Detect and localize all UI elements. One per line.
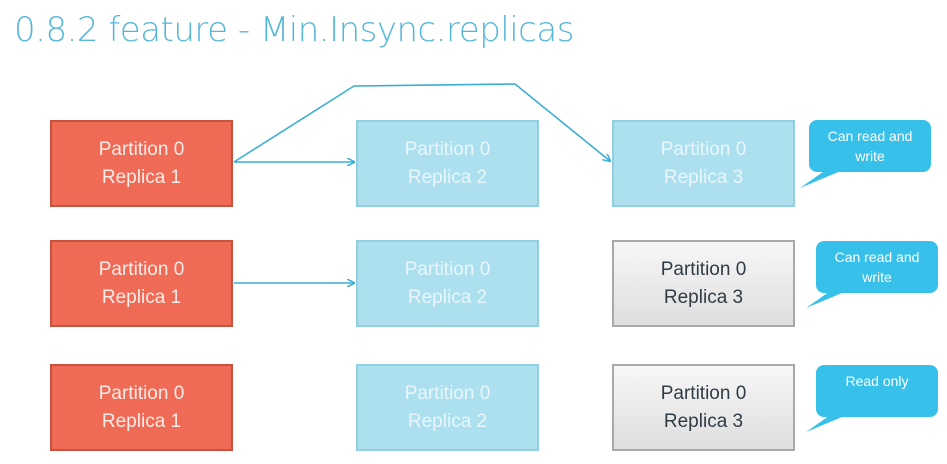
replica-partition-label: Partition 0 <box>660 258 747 280</box>
replica-partition-label: Partition 0 <box>98 138 185 160</box>
row1-callout-text: Can read and write <box>827 128 913 164</box>
replica-name-label: Replica 3 <box>663 166 744 188</box>
replica-partition-label: Partition 0 <box>98 258 185 280</box>
row2-callout: Can read and write <box>816 241 938 293</box>
replica-name-label: Replica 2 <box>407 286 488 308</box>
replica-name-label: Replica 2 <box>407 166 488 188</box>
replica-partition-label: Partition 0 <box>404 382 491 404</box>
row1-replica1-box: Partition 0 Replica 1 <box>50 120 233 207</box>
row1-replica3-box: Partition 0 Replica 3 <box>612 120 795 207</box>
row1-callout: Can read and write <box>809 120 931 172</box>
replica-name-label: Replica 3 <box>663 286 744 308</box>
row3-callout-text: Read only <box>845 373 909 389</box>
slide-title: 0.8.2 feature - Min.Insync.replicas <box>14 10 574 50</box>
replica-name-label: Replica 1 <box>101 166 182 188</box>
row2-callout-text: Can read and write <box>834 249 920 285</box>
replica-partition-label: Partition 0 <box>660 138 747 160</box>
arrow-row1-to-replica3 <box>233 83 610 162</box>
replica-name-label: Replica 1 <box>101 410 182 432</box>
replica-name-label: Replica 3 <box>663 410 744 432</box>
row3-callout: Read only <box>816 365 938 417</box>
replica-partition-label: Partition 0 <box>404 258 491 280</box>
row2-replica3-box: Partition 0 Replica 3 <box>612 240 795 327</box>
row3-replica1-box: Partition 0 Replica 1 <box>50 364 233 451</box>
replica-name-label: Replica 1 <box>101 286 182 308</box>
replica-partition-label: Partition 0 <box>98 382 185 404</box>
replica-name-label: Replica 2 <box>407 410 488 432</box>
row3-replica3-box: Partition 0 Replica 3 <box>612 364 795 451</box>
row2-replica1-box: Partition 0 Replica 1 <box>50 240 233 327</box>
row3-replica2-box: Partition 0 Replica 2 <box>356 364 539 451</box>
row2-replica2-box: Partition 0 Replica 2 <box>356 240 539 327</box>
row1-replica2-box: Partition 0 Replica 2 <box>356 120 539 207</box>
replica-partition-label: Partition 0 <box>660 382 747 404</box>
replica-partition-label: Partition 0 <box>404 138 491 160</box>
